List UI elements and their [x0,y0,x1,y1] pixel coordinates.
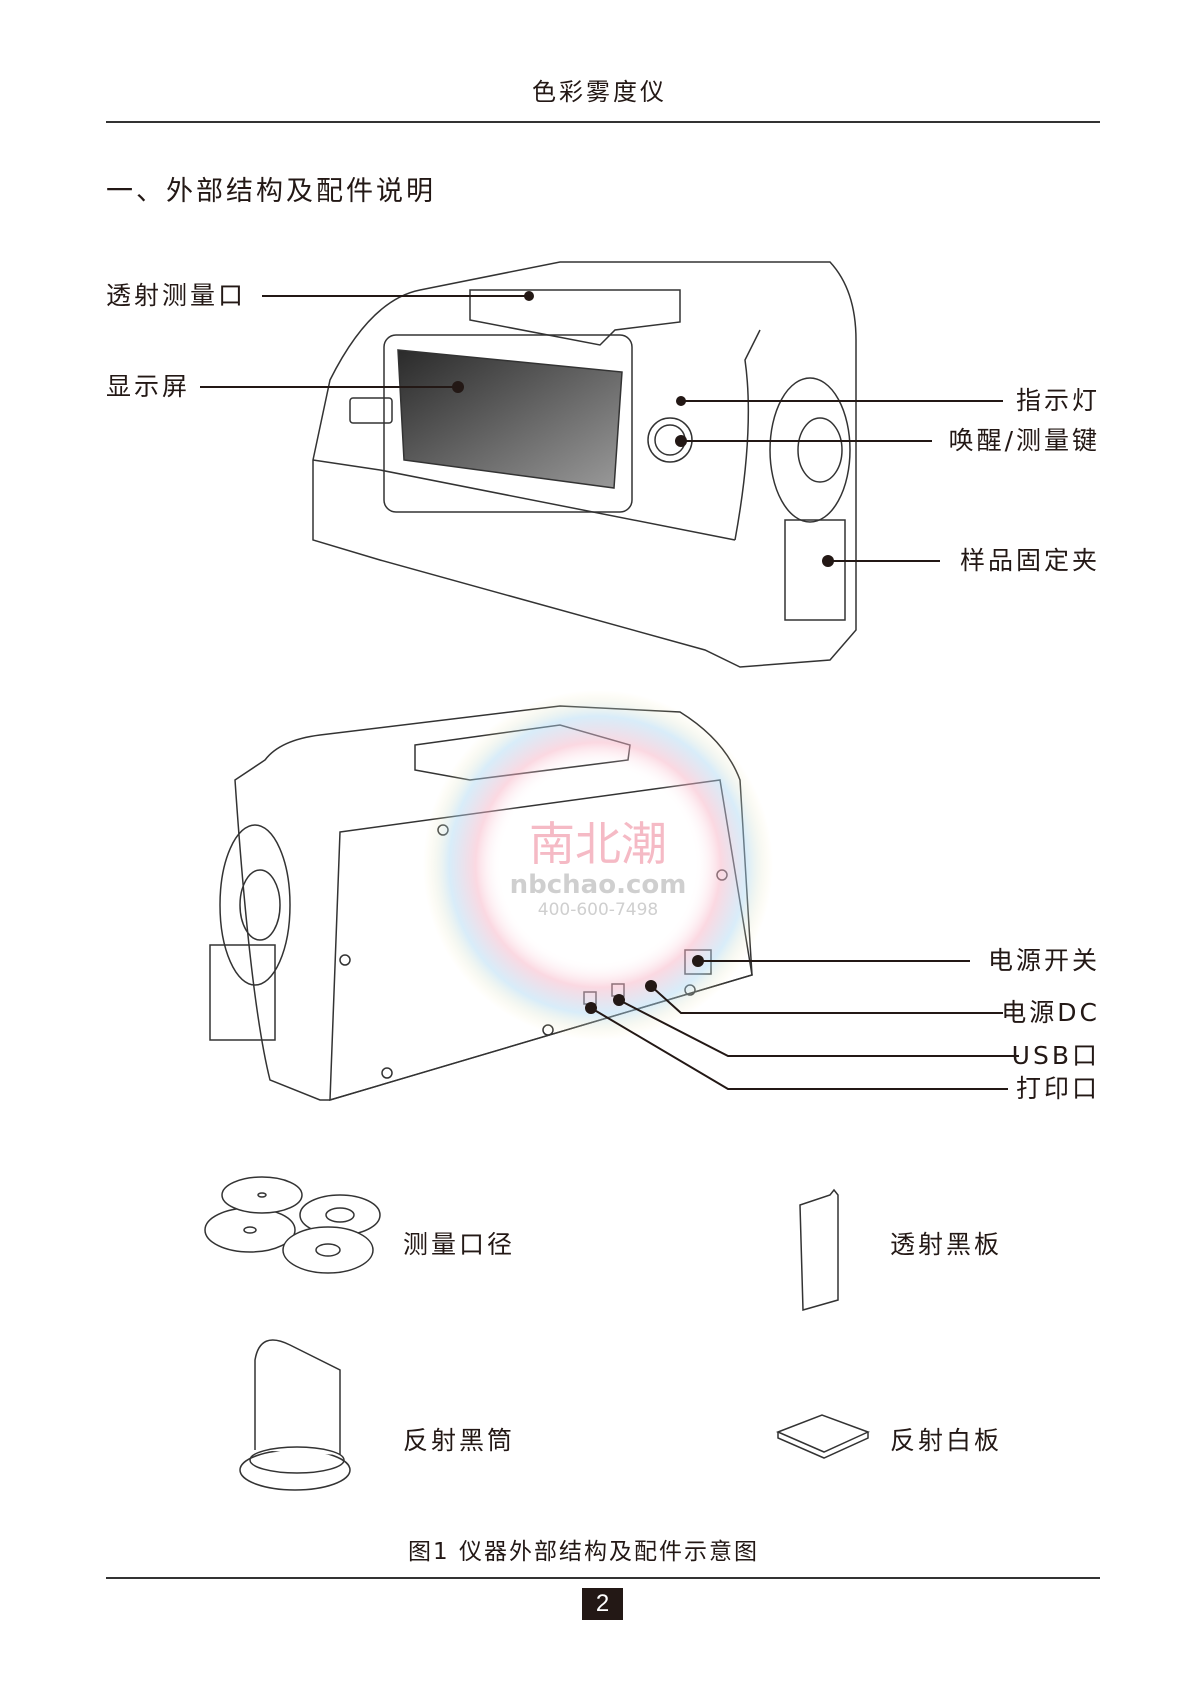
label-sample-clamp: 样品固定夹 [959,546,1100,575]
figure-caption: 图1 仪器外部结构及配件示意图 [408,1539,759,1565]
accessory-transmission-black-plate: 透射黑板 [890,1230,1003,1259]
svg-text:南北潮: 南北潮 [529,817,667,871]
leader-dots [452,291,834,1014]
label-transmission-port: 透射测量口 [106,281,247,310]
label-wake-key: 唤醒/测量键 [948,426,1100,455]
svg-text:400-600-7498: 400-600-7498 [538,900,658,920]
section-heading: 一、外部结构及配件说明 [106,176,436,207]
leader-lines [200,295,1019,1090]
accessory-reflection-black-tube: 反射黑筒 [403,1426,516,1455]
header-title: 色彩雾度仪 [532,78,667,106]
reflection-white-plate-illustration [776,1414,870,1459]
header-divider [106,121,1100,123]
footer-divider [106,1577,1100,1579]
label-power-switch: 电源开关 [987,946,1100,975]
svg-text:nbchao.com: nbchao.com [510,870,687,900]
label-usb: USB口 [1011,1041,1100,1070]
aperture-discs-illustration [204,1176,381,1274]
reflection-black-tube-illustration [239,1339,351,1491]
front-view-device [312,261,857,668]
page-number: 2 [582,1588,623,1620]
watermark-logo: 南北潮 nbchao.com 400-600-7498 [423,690,773,1040]
label-indicator: 指示灯 [1015,386,1100,415]
label-power-dc: 电源DC [1001,998,1100,1027]
accessory-aperture: 测量口径 [403,1230,516,1259]
label-display: 显示屏 [106,372,191,401]
accessory-reflection-white-plate: 反射白板 [890,1426,1003,1455]
label-print: 打印口 [1015,1074,1100,1103]
transmission-black-plate-illustration [799,1188,839,1311]
